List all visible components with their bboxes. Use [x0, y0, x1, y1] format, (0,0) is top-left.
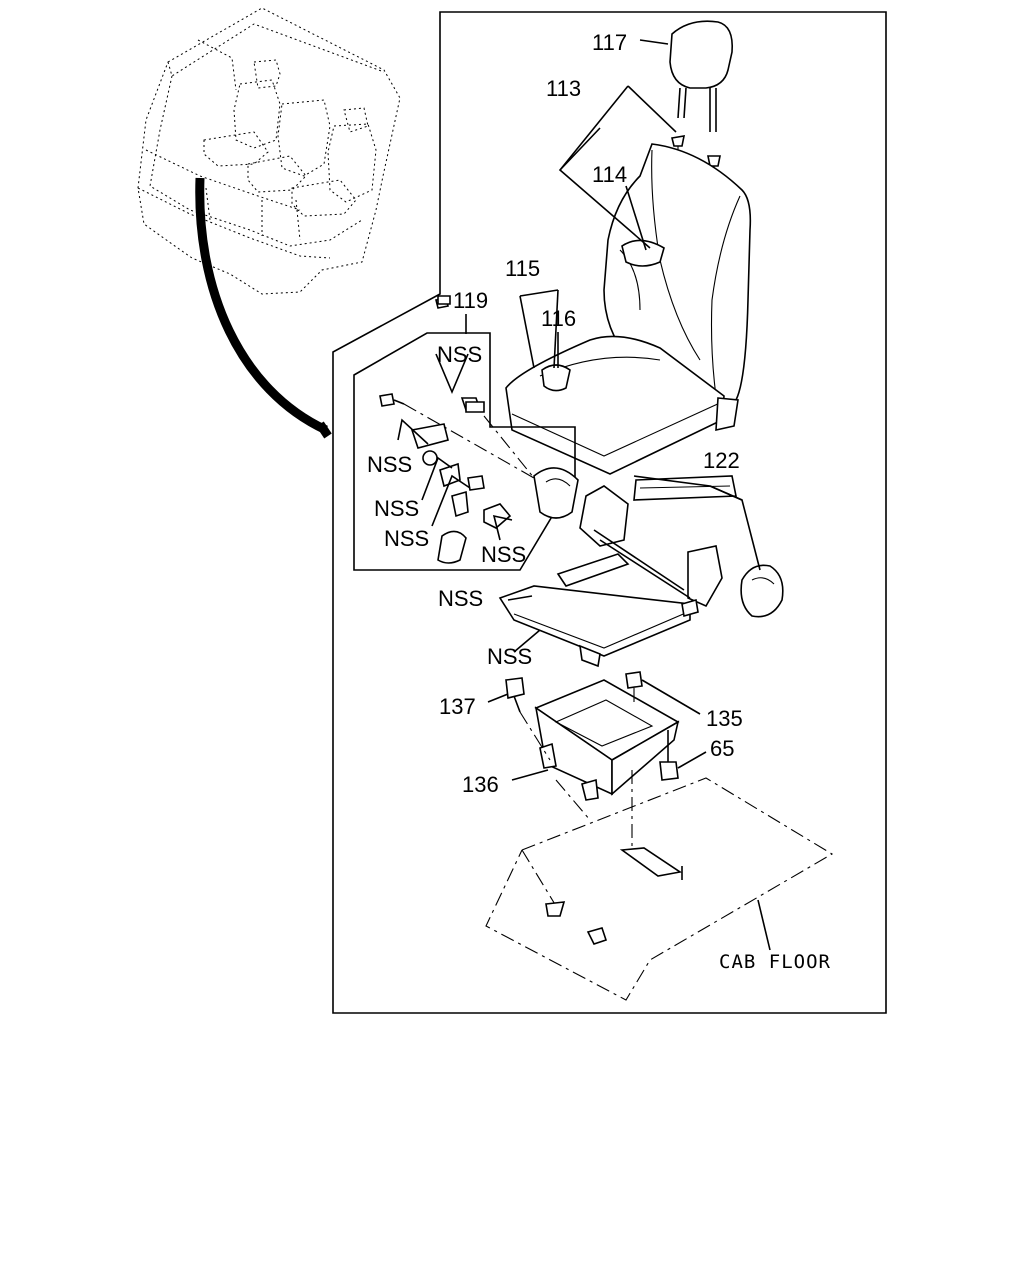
callout-117: 117: [592, 30, 627, 55]
callout-114: 114: [592, 162, 627, 187]
nss-label: NSS: [487, 644, 532, 669]
locator-pointer: [195, 177, 328, 435]
callout-65: 65: [710, 736, 734, 761]
headrest: [669, 20, 734, 132]
callout-136: 136: [462, 772, 499, 797]
nss-label: NSS: [367, 452, 412, 477]
cab-floor-label: CAB FLOOR: [719, 951, 831, 973]
nss-label: NSS: [384, 526, 429, 551]
leader-lines: [397, 39, 771, 951]
callout-137: 137: [439, 694, 476, 719]
nss-label: NSS: [438, 586, 483, 611]
cab-floor: [485, 770, 834, 1001]
callout-119: 119: [453, 288, 488, 313]
recliner-knob: [621, 239, 665, 267]
callout-116: 116: [541, 306, 576, 331]
nut-135: [625, 671, 643, 706]
side-cover: [740, 564, 784, 618]
seat-riser: [534, 679, 680, 801]
nss-label: NSS: [374, 496, 419, 521]
seat-frame: [498, 475, 737, 668]
cab-overview: [137, 7, 401, 295]
nss-label: NSS: [437, 342, 482, 367]
diagram-frame: [332, 11, 887, 1014]
nss-label: NSS: [481, 542, 526, 567]
callout-135: 135: [706, 706, 743, 731]
hardware-box: [353, 332, 576, 571]
cushion-clip: [541, 364, 571, 392]
bolt-65: [659, 730, 679, 781]
callout-113: 113: [546, 76, 581, 101]
bolt-137: [505, 677, 551, 761]
callout-122: 122: [703, 448, 740, 473]
callout-115: 115: [505, 256, 540, 281]
hardware-parts: [379, 295, 579, 564]
